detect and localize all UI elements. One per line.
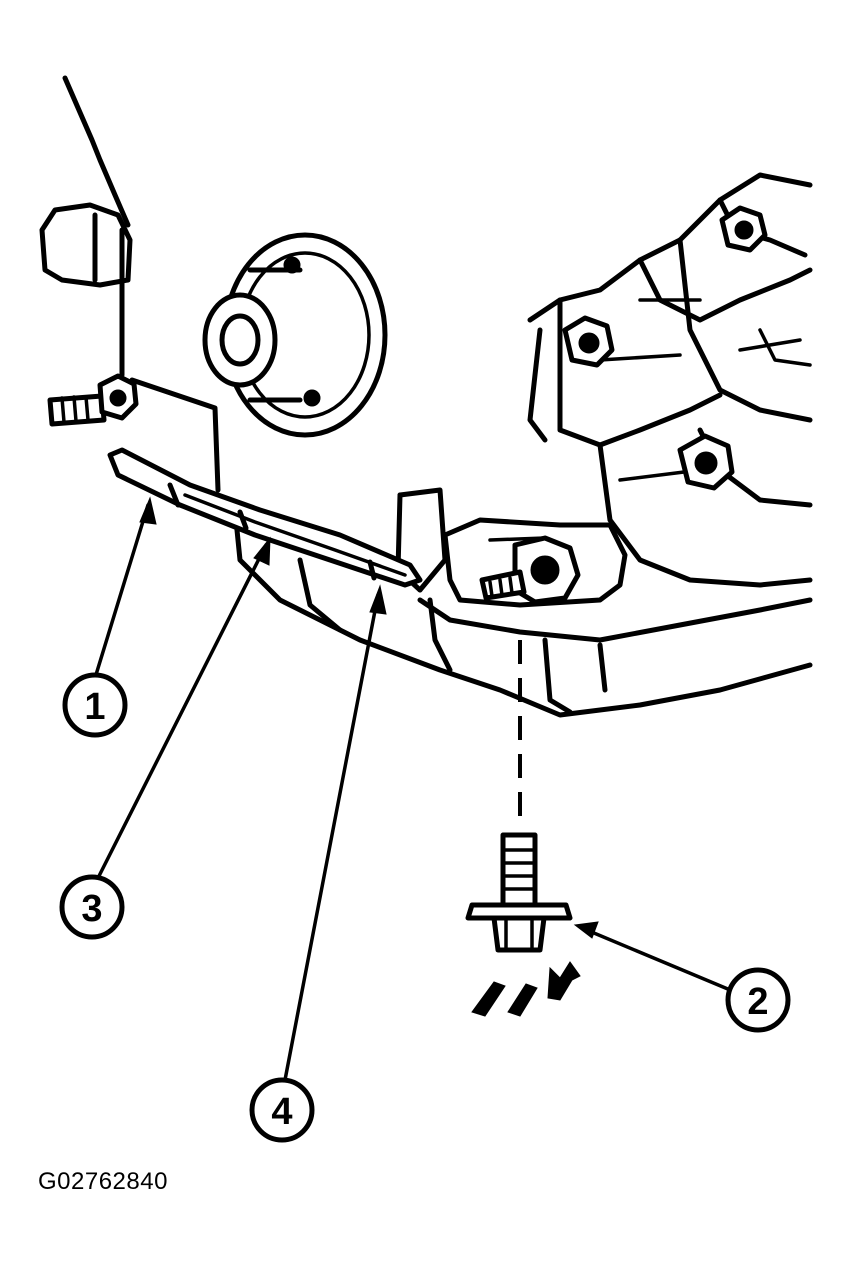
callout-2-label: 2 — [747, 981, 768, 1023]
leader-3 — [96, 536, 271, 880]
callout-1-label: 1 — [84, 686, 105, 728]
callout-2: 2 — [725, 967, 791, 1033]
figure-id: G02762840 — [38, 1168, 168, 1195]
upper-clip — [39, 75, 133, 378]
housing-nut-lower — [677, 433, 735, 491]
housing-nut-middle — [562, 315, 615, 368]
callout-4: 4 — [249, 1077, 315, 1143]
stud-nut — [47, 373, 139, 427]
dipstick-bracket — [129, 377, 221, 493]
crankshaft-pulley — [202, 232, 388, 438]
callout-1: 1 — [62, 672, 128, 738]
dipstick-tube — [107, 447, 423, 588]
callout-3: 3 — [59, 874, 125, 940]
rotation-indicator — [471, 961, 581, 1017]
leader-4 — [283, 584, 387, 1082]
boss-bolt — [479, 535, 581, 605]
housing-nut-top — [719, 205, 768, 253]
leader-2 — [573, 921, 737, 994]
drain-plug — [465, 832, 573, 953]
leader-1 — [93, 496, 157, 680]
callout-4-label: 4 — [271, 1091, 292, 1133]
callout-3-label: 3 — [81, 888, 102, 930]
oil-pan — [232, 487, 813, 718]
